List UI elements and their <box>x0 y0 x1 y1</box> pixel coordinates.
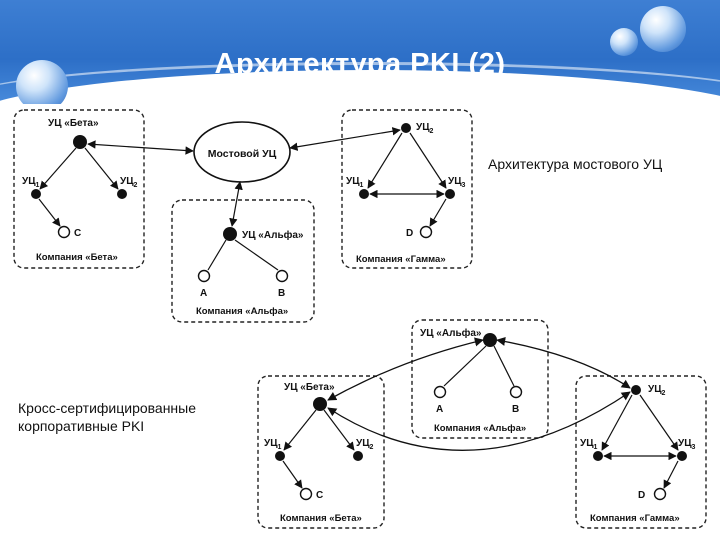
bridge-alpha-user-a-label: A <box>200 288 207 299</box>
cross-gamma-ca1-label: УЦ1 <box>580 438 598 451</box>
cross-alpha-edge-root-a <box>443 345 487 387</box>
bridge-beta-ca1-node <box>31 189 41 199</box>
cross-gamma-company-box <box>575 375 707 529</box>
bridge-alpha-edge-root-a <box>207 239 227 271</box>
cross-beta-user-label: C <box>316 490 323 501</box>
cross-alpha-user-a-node <box>433 385 447 399</box>
bridge-architecture-caption: Архитектура мостового УЦ <box>488 156 663 172</box>
bridge-ca-diagram: Мостовой УЦ УЦ «Бета» УЦ1 УЦ2 C Компания… <box>8 104 476 323</box>
bridge-link-alpha <box>229 181 243 227</box>
cross-alpha-user-a-label: A <box>436 404 443 415</box>
cross-beta-root-label: УЦ «Бета» <box>284 382 335 393</box>
cross-link-beta-alpha <box>327 337 484 401</box>
slide-title: Архитектура PKI (2) <box>214 48 506 80</box>
cross-gamma-ca2-node <box>631 385 641 395</box>
bridge-alpha-company-box <box>171 199 315 323</box>
cross-gamma-edge-ca3-user <box>663 460 679 489</box>
cross-link-alpha-gamma <box>496 336 631 389</box>
header-wave-line <box>0 62 720 108</box>
bridge-gamma-user-node <box>419 225 433 239</box>
bridge-ca-label: Мостовой УЦ <box>208 148 277 160</box>
bridge-beta-edge-root-ca1 <box>39 147 77 190</box>
bridge-gamma-edge-ca3-user <box>429 198 447 227</box>
bridge-gamma-ca3-node <box>445 189 455 199</box>
cross-link-beta-gamma <box>327 391 631 451</box>
cross-alpha-user-b-node <box>509 385 523 399</box>
cross-beta-ca1-node <box>275 451 285 461</box>
bridge-gamma-ca2-label: УЦ2 <box>416 122 434 135</box>
cross-gamma-user-node <box>653 487 667 501</box>
cross-beta-root-node <box>313 397 327 411</box>
cross-beta-edge-ca1-user <box>282 460 303 489</box>
bridge-beta-company-label: Компания «Бета» <box>36 252 118 263</box>
bridge-beta-edge-root-ca2 <box>84 147 119 190</box>
cross-gamma-user-label: D <box>638 490 645 501</box>
bridge-alpha-root-label: УЦ «Альфа» <box>242 229 304 241</box>
bridge-beta-ca2-node <box>117 189 127 199</box>
cross-alpha-root-label: УЦ «Альфа» <box>420 327 482 339</box>
cross-beta-edge-root-ca2 <box>323 409 355 451</box>
cross-beta-ca2-label: УЦ2 <box>356 438 374 451</box>
cross-gamma-ca1-node <box>593 451 603 461</box>
bridge-gamma-ca1-label: УЦ1 <box>346 176 364 189</box>
cross-alpha-company-label: Компания «Альфа» <box>434 423 526 434</box>
decor-bubble-left <box>16 60 68 112</box>
bridge-beta-root-label: УЦ «Бета» <box>48 118 99 129</box>
bridge-beta-edge-ca1-user <box>38 198 61 227</box>
bridge-link-gamma <box>289 127 401 151</box>
bridge-beta-root-node <box>73 135 87 149</box>
cross-cert-diagram: УЦ «Альфа» A B Компания «Альфа» УЦ «Бета… <box>257 319 707 529</box>
bridge-gamma-company-label: Компания «Гамма» <box>356 254 446 265</box>
bridge-alpha-user-b-label: B <box>278 288 285 299</box>
cross-alpha-user-b-label: B <box>512 404 519 415</box>
cross-beta-ca1-label: УЦ1 <box>264 438 282 451</box>
cross-gamma-ca3-label: УЦ3 <box>678 438 696 451</box>
bridge-gamma-ca2-node <box>401 123 411 133</box>
bridge-gamma-edge-ca2-ca3 <box>409 132 447 189</box>
bridge-gamma-ca1-node <box>359 189 369 199</box>
cross-gamma-edge-ca2-ca1 <box>601 394 633 451</box>
slide-header <box>0 0 720 108</box>
decor-bubble-right-large <box>640 6 686 52</box>
cross-beta-company-box <box>257 375 385 529</box>
cross-gamma-ca3-node <box>677 451 687 461</box>
cross-beta-company-label: Компания «Бета» <box>280 513 362 524</box>
cross-certified-caption-line2: корпоративные PKI <box>18 418 145 434</box>
bridge-alpha-company-label: Компания «Альфа» <box>196 306 288 317</box>
cross-gamma-company-label: Компания «Гамма» <box>590 513 680 524</box>
bridge-alpha-root-node <box>223 227 237 241</box>
bridge-beta-ca1-label: УЦ1 <box>22 176 40 189</box>
cross-gamma-edge-ca2-ca3 <box>639 394 679 451</box>
bridge-gamma-ca3-label: УЦ3 <box>448 176 466 189</box>
cross-gamma-ca2-label: УЦ2 <box>648 384 666 397</box>
bridge-alpha-edge-root-b <box>234 239 279 271</box>
cross-certified-caption-line1: Кросс-сертифицированные <box>18 400 197 416</box>
cross-beta-ca2-node <box>353 451 363 461</box>
cross-alpha-edge-root-b <box>493 345 515 387</box>
bridge-alpha-user-b-node <box>275 269 289 283</box>
cross-alpha-root-node <box>483 333 497 347</box>
bridge-beta-ca2-label: УЦ2 <box>120 176 138 189</box>
cross-beta-user-node <box>299 487 313 501</box>
bridge-alpha-user-a-node <box>197 269 211 283</box>
bridge-link-beta <box>87 140 194 155</box>
bridge-gamma-user-label: D <box>406 228 413 239</box>
decor-bubble-right-small <box>610 28 638 56</box>
bridge-beta-user-node <box>57 225 71 239</box>
bridge-beta-user-label: C <box>74 228 81 239</box>
cross-beta-edge-root-ca1 <box>283 409 317 451</box>
cross-alpha-company-box <box>411 319 549 439</box>
